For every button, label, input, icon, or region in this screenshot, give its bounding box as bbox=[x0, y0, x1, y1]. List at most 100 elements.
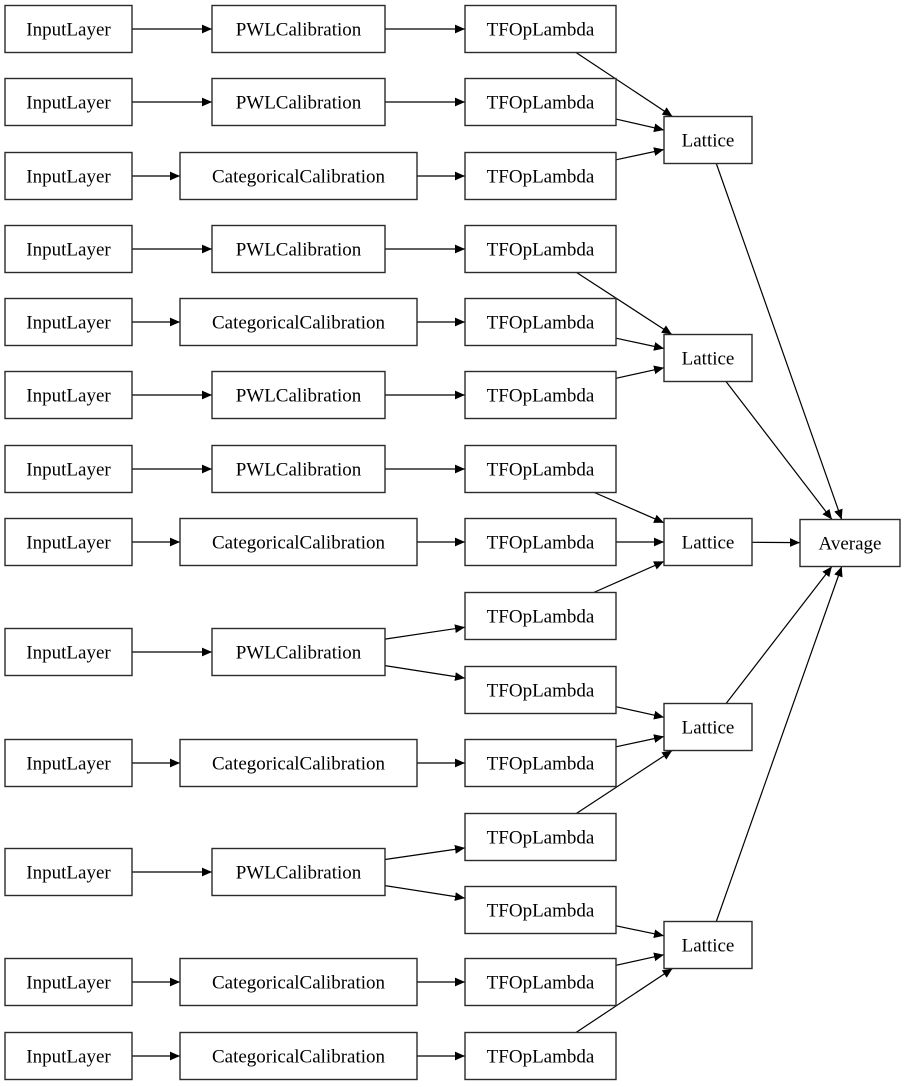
node-lat2-lattice: Lattice bbox=[663, 333, 753, 383]
node-tf12-tfoplambda: TFOpLambda bbox=[464, 812, 617, 862]
node-label: TFOpLambda bbox=[487, 313, 595, 334]
node-label: TFOpLambda bbox=[487, 1047, 595, 1068]
node-box bbox=[4, 77, 133, 127]
node-cal10-categoricalcalibration: CategoricalCalibration bbox=[179, 738, 418, 788]
node-label: TFOpLambda bbox=[487, 681, 595, 702]
edge-tf5-to-lat2 bbox=[615, 337, 665, 351]
node-box bbox=[211, 4, 386, 54]
node-label: Lattice bbox=[682, 718, 735, 739]
node-box bbox=[4, 847, 133, 897]
edge-cal11-to-tf12 bbox=[384, 844, 466, 861]
node-label: CategoricalCalibration bbox=[212, 973, 386, 994]
node-box bbox=[663, 702, 753, 752]
node-in4-inputlayer: InputLayer bbox=[4, 224, 133, 274]
node-label: InputLayer bbox=[26, 533, 111, 554]
edge-tf9-to-lat3 bbox=[593, 560, 665, 594]
node-box bbox=[464, 1031, 617, 1081]
node-box bbox=[4, 151, 133, 201]
node-label: TFOpLambda bbox=[487, 901, 595, 922]
node-box bbox=[464, 224, 617, 274]
node-label: TFOpLambda bbox=[487, 460, 595, 481]
node-cal12-categoricalcalibration: CategoricalCalibration bbox=[179, 957, 418, 1007]
node-box bbox=[464, 151, 617, 201]
node-label: Lattice bbox=[682, 349, 735, 370]
node-tf13-tfoplambda: TFOpLambda bbox=[464, 885, 617, 935]
node-label: TFOpLambda bbox=[487, 20, 595, 41]
node-box bbox=[663, 333, 753, 383]
node-cal13-categoricalcalibration: CategoricalCalibration bbox=[179, 1031, 418, 1081]
node-box bbox=[179, 957, 418, 1007]
node-in1-inputlayer: InputLayer bbox=[4, 4, 133, 54]
node-label: CategoricalCalibration bbox=[212, 167, 386, 188]
node-box bbox=[464, 957, 617, 1007]
node-tf6-tfoplambda: TFOpLambda bbox=[464, 370, 617, 420]
node-in7-inputlayer: InputLayer bbox=[4, 444, 133, 494]
node-label: InputLayer bbox=[26, 167, 111, 188]
node-box bbox=[211, 627, 386, 677]
node-label: TFOpLambda bbox=[487, 607, 595, 628]
node-in10-inputlayer: InputLayer bbox=[4, 738, 133, 788]
edge-tf1-to-lat1 bbox=[575, 51, 673, 118]
node-in8-inputlayer: InputLayer bbox=[4, 517, 133, 567]
node-label: InputLayer bbox=[26, 313, 111, 334]
node-cal9-pwlcalibration: PWLCalibration bbox=[211, 627, 386, 677]
edge-cal11-to-tf13 bbox=[384, 885, 466, 901]
node-box bbox=[464, 4, 617, 54]
edge-tf14-to-lat5 bbox=[615, 952, 665, 966]
node-label: PWLCalibration bbox=[236, 93, 362, 114]
node-label: TFOpLambda bbox=[487, 533, 595, 554]
edge-cal9-to-tf9 bbox=[384, 624, 466, 640]
node-label: CategoricalCalibration bbox=[212, 313, 386, 334]
node-label: PWLCalibration bbox=[236, 643, 362, 664]
edge-lat4-to-avg bbox=[725, 566, 833, 704]
node-cal4-pwlcalibration: PWLCalibration bbox=[211, 224, 386, 274]
node-box bbox=[4, 297, 133, 347]
node-label: Average bbox=[819, 534, 882, 555]
node-in6-inputlayer: InputLayer bbox=[4, 370, 133, 420]
node-box bbox=[464, 297, 617, 347]
node-tf4-tfoplambda: TFOpLambda bbox=[464, 224, 617, 274]
node-label: PWLCalibration bbox=[236, 386, 362, 407]
edge-lat5-to-avg bbox=[715, 566, 843, 922]
node-box bbox=[179, 517, 418, 567]
edge-tf10-to-lat4 bbox=[615, 706, 665, 720]
node-in5-inputlayer: InputLayer bbox=[4, 297, 133, 347]
node-layer: InputLayerInputLayerInputLayerInputLayer… bbox=[4, 4, 901, 1081]
node-label: InputLayer bbox=[26, 20, 111, 41]
node-tf7-tfoplambda: TFOpLambda bbox=[464, 444, 617, 494]
node-in13-inputlayer: InputLayer bbox=[4, 1031, 133, 1081]
node-tf15-tfoplambda: TFOpLambda bbox=[464, 1031, 617, 1081]
edge-tf3-to-lat1 bbox=[615, 147, 665, 161]
node-label: TFOpLambda bbox=[487, 754, 595, 775]
node-label: CategoricalCalibration bbox=[212, 1047, 386, 1068]
node-box bbox=[179, 1031, 418, 1081]
node-box bbox=[4, 517, 133, 567]
edge-tf15-to-lat5 bbox=[575, 967, 673, 1034]
node-box bbox=[464, 665, 617, 715]
edge-tf6-to-lat2 bbox=[615, 365, 665, 379]
node-tf3-tfoplambda: TFOpLambda bbox=[464, 151, 617, 201]
node-label: CategoricalCalibration bbox=[212, 754, 386, 775]
node-tf8-tfoplambda: TFOpLambda bbox=[464, 517, 617, 567]
node-lat4-lattice: Lattice bbox=[663, 702, 753, 752]
node-label: PWLCalibration bbox=[236, 20, 362, 41]
edge-tf11-to-lat4 bbox=[615, 734, 665, 748]
node-box bbox=[211, 77, 386, 127]
node-label: InputLayer bbox=[26, 973, 111, 994]
node-label: TFOpLambda bbox=[487, 386, 595, 407]
edge-tf2-to-lat1 bbox=[615, 118, 665, 133]
node-label: PWLCalibration bbox=[236, 240, 362, 261]
node-box bbox=[4, 1031, 133, 1081]
node-box bbox=[464, 738, 617, 788]
node-cal6-pwlcalibration: PWLCalibration bbox=[211, 370, 386, 420]
node-cal11-pwlcalibration: PWLCalibration bbox=[211, 847, 386, 897]
node-cal2-pwlcalibration: PWLCalibration bbox=[211, 77, 386, 127]
edge-tf4-to-lat2 bbox=[576, 271, 673, 336]
edge-cal9-to-tf10 bbox=[384, 665, 466, 681]
node-lat1-lattice: Lattice bbox=[663, 115, 753, 165]
node-box bbox=[663, 920, 753, 970]
node-label: TFOpLambda bbox=[487, 828, 595, 849]
node-box bbox=[4, 738, 133, 788]
